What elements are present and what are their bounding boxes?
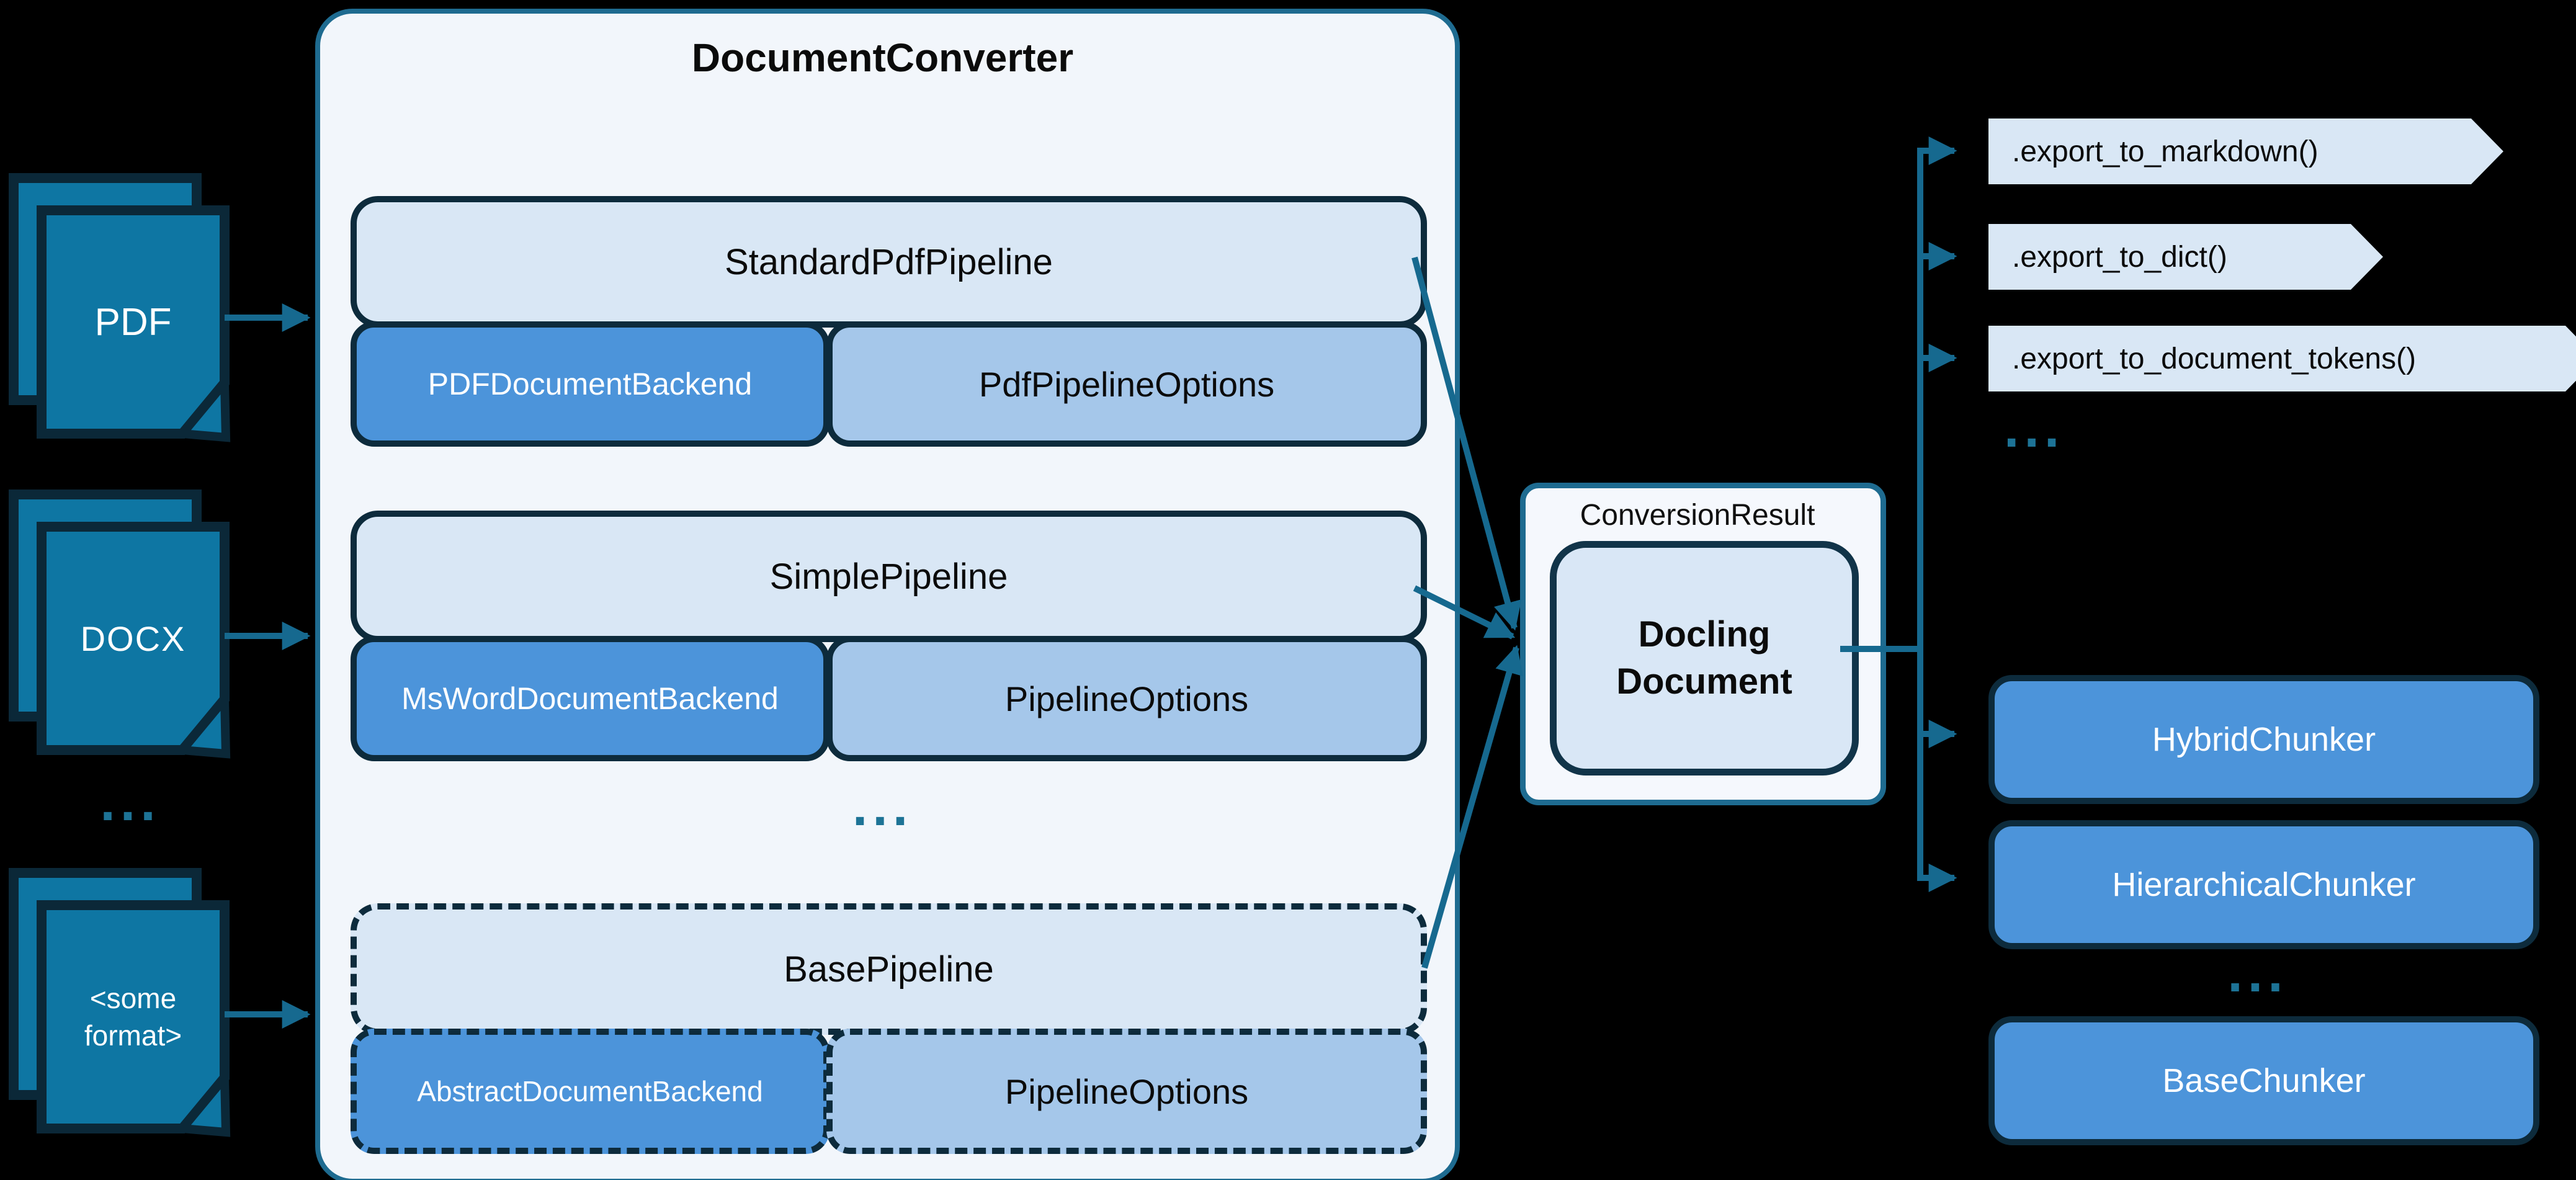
chunkers-ellipsis: ...: [2227, 942, 2288, 1003]
export-to-dict-tag: .export_to_dict(): [1988, 224, 2383, 290]
pdf-pipeline-options-box: PdfPipelineOptions: [826, 321, 1427, 447]
doc-page-fold-icon: [174, 1066, 231, 1137]
base-pipeline-box: BasePipeline: [351, 903, 1427, 1035]
pdf-document-backend-box: PDFDocumentBackend: [351, 321, 830, 447]
doc-page-fold-icon: [174, 687, 231, 759]
export-to-markdown-tag: .export_to_markdown(): [1988, 118, 2503, 184]
exports-ellipsis: ...: [2004, 397, 2065, 458]
conversion-result-label: ConversionResult: [1580, 498, 1815, 532]
base-chunker-box: BaseChunker: [1988, 1016, 2539, 1145]
input-label-some-format: <some format>: [42, 905, 225, 1129]
pipelines-ellipsis: ...: [852, 775, 913, 837]
some-format-documents-icon: [9, 868, 231, 1137]
hybrid-chunker-box: HybridChunker: [1988, 675, 2539, 804]
input-label-docx: DOCX: [80, 619, 186, 658]
input-label-some-format-text: <some format>: [84, 982, 182, 1052]
docx-documents-icon: [9, 489, 231, 759]
msword-document-backend-box: MsWordDocumentBackend: [351, 636, 830, 761]
document-converter-title: DocumentConverter: [691, 35, 1074, 80]
doc-page-fold-icon: [174, 371, 231, 442]
pdf-documents-icon: [9, 173, 231, 442]
docling-document-box: Docling Document: [1550, 541, 1859, 775]
docling-document-label: Docling Document: [1616, 614, 1792, 702]
base-pipeline-options-box: PipelineOptions: [826, 1029, 1427, 1154]
standard-pdf-pipeline-box: StandardPdfPipeline: [351, 196, 1427, 328]
export-to-document-tokens-tag: .export_to_document_tokens(): [1988, 326, 2576, 391]
hierarchical-chunker-box: HierarchicalChunker: [1988, 820, 2539, 949]
inputs-ellipsis: ...: [100, 771, 161, 832]
pipeline-options-box: PipelineOptions: [826, 636, 1427, 761]
simple-pipeline-box: SimplePipeline: [351, 511, 1427, 642]
abstract-document-backend-box: AbstractDocumentBackend: [351, 1029, 830, 1154]
input-label-pdf: PDF: [94, 300, 172, 344]
